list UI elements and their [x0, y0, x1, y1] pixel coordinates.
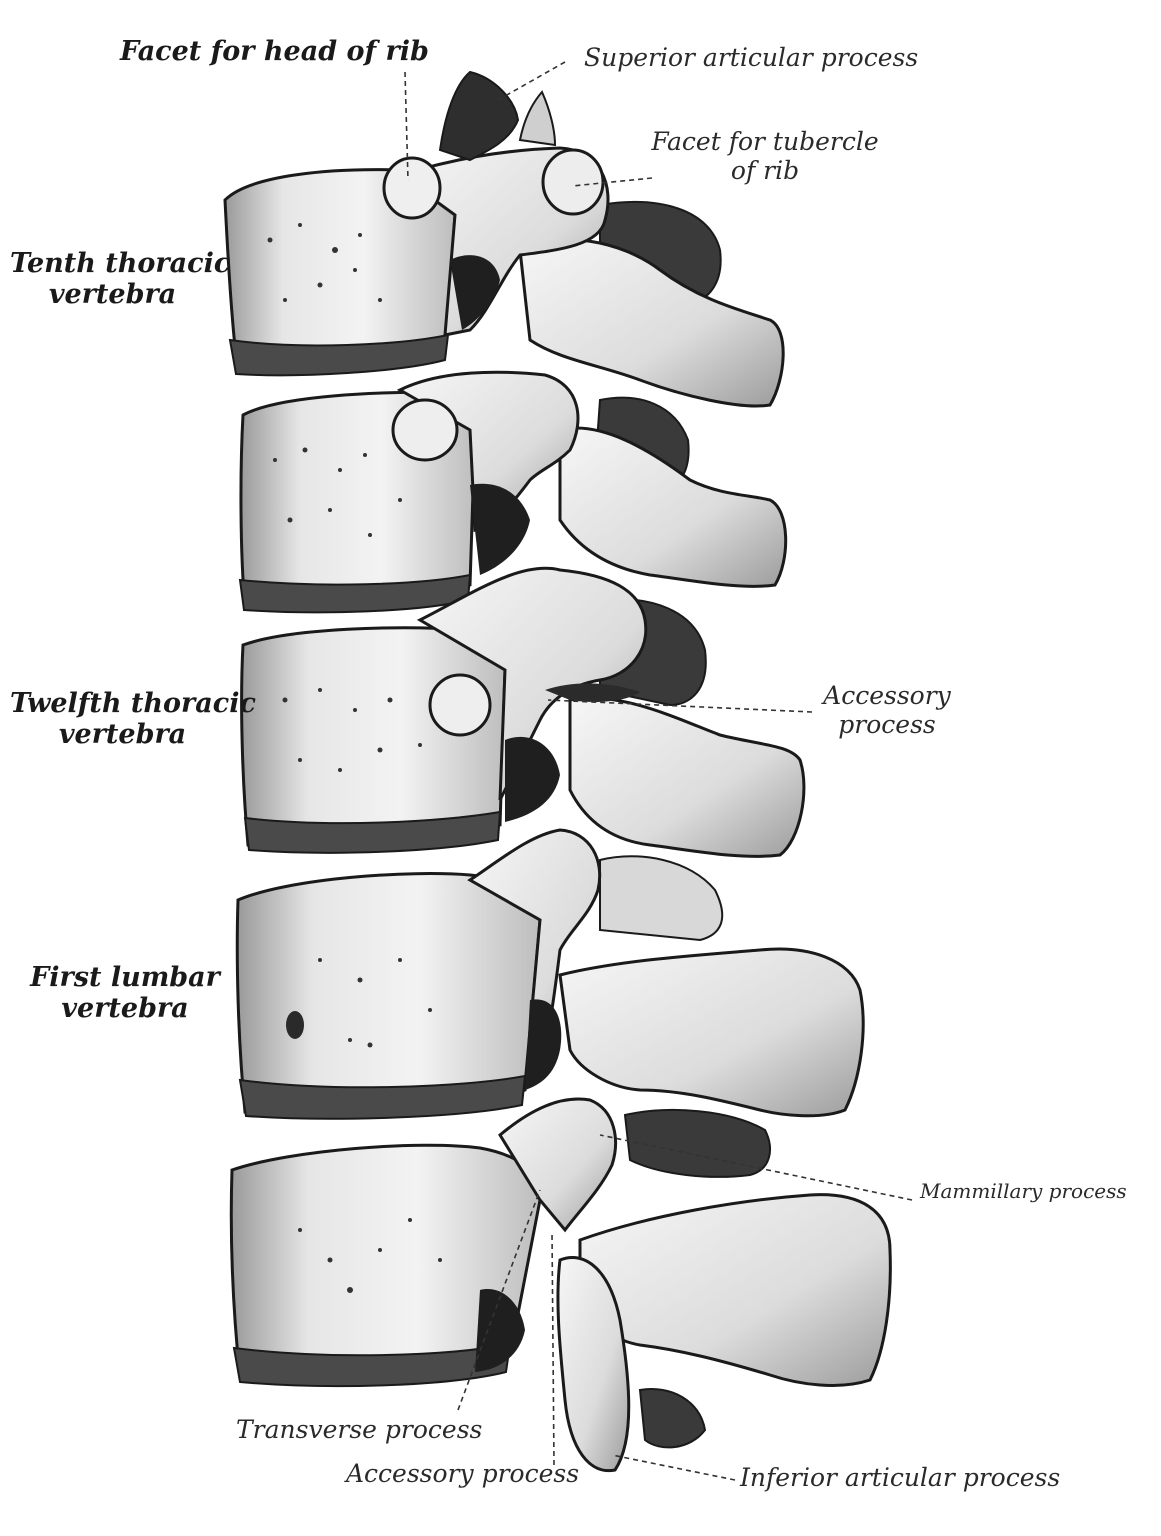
label-first-lumbar-vertebra: First lumbar vertebra [30, 962, 220, 1024]
label-facet-tubercle-of-rib: Facet for tubercle of rib [640, 127, 890, 186]
eleventh-rib-facet [391, 398, 459, 462]
second-lumbar-transverse-process [578, 1193, 892, 1387]
label-tenth-line1: Tenth thoracic [10, 248, 231, 279]
eleventh-transverse-process [558, 426, 788, 588]
label-facet-tubercle-line2: of rib [730, 155, 800, 185]
label-accessory-process-upper: Accessory process [812, 681, 962, 740]
label-first-lumbar-line1: First lumbar [30, 962, 220, 993]
label-accessory-upper-line2: process [838, 709, 936, 739]
leader-mammillary [599, 1134, 913, 1201]
label-twelfth-line2: vertebra [58, 719, 187, 751]
twelfth-rib-facet [428, 673, 492, 737]
twelfth-transverse-process [568, 696, 806, 858]
leader-superior-articular [497, 61, 566, 101]
second-lumbar-mammillary-process [623, 1109, 771, 1178]
first-lumbar-vertebral-body [235, 872, 542, 1114]
second-lumbar-inferior-articular-process [556, 1256, 631, 1473]
label-accessory-process-lower: Accessory process [346, 1459, 580, 1488]
label-tenth-thoracic-vertebra: Tenth thoracic vertebra [10, 248, 231, 311]
tenth-facet-head-of-rib [382, 156, 442, 220]
tenth-superior-articular-process [438, 70, 520, 162]
tenth-facet-tubercle [541, 148, 605, 216]
second-lumbar-vertebra [229, 1097, 892, 1473]
label-mammillary-process: Mammillary process [920, 1179, 1127, 1203]
leader-facet-head-of-rib [404, 71, 409, 181]
leader-facet-tubercle [571, 177, 653, 187]
label-tenth-line2: vertebra [48, 279, 177, 311]
leader-accessory-upper [547, 699, 813, 713]
label-twelfth-thoracic-vertebra: Twelfth thoracic vertebra [10, 688, 256, 751]
leader-transverse [457, 1189, 541, 1411]
tenth-transverse-process [518, 238, 785, 408]
label-inferior-articular-process: Inferior articular process [740, 1463, 1061, 1492]
label-first-lumbar-line2: vertebra [61, 993, 189, 1025]
label-superior-articular-process: Superior articular process [584, 43, 919, 72]
leader-accessory-lower [551, 1231, 555, 1466]
second-lumbar-pedicle [498, 1097, 617, 1233]
first-lumbar-transverse-process [558, 947, 865, 1118]
label-accessory-upper-line1: Accessory [823, 681, 951, 710]
eleventh-thoracic-vertebra [238, 370, 788, 614]
label-facet-tubercle-line1: Facet for tubercle [651, 127, 879, 156]
first-lumbar-mammillary-region [599, 855, 724, 942]
twelfth-vertebral-body [240, 626, 508, 847]
leader-lines [404, 61, 913, 1481]
tenth-thoracic-vertebra [223, 70, 785, 408]
label-facet-head-of-rib: Facet for head of rib [120, 36, 429, 67]
twelfth-thoracic-vertebra [240, 566, 806, 858]
label-transverse-process: Transverse process [236, 1415, 483, 1444]
twelfth-accessory-process [545, 683, 640, 703]
label-twelfth-line1: Twelfth thoracic [10, 688, 256, 719]
first-lumbar-vertebra [235, 828, 865, 1120]
leader-inferior-articular [611, 1454, 736, 1481]
